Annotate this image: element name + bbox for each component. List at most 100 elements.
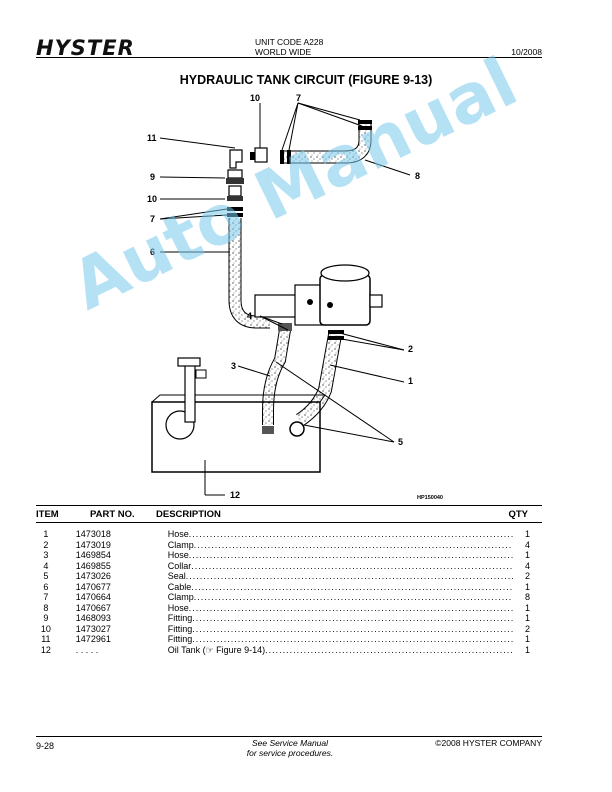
row-description: Fitting bbox=[167, 613, 193, 623]
row-part-no: 1473027 bbox=[75, 623, 111, 634]
row-description: Seal bbox=[167, 571, 186, 581]
table-row: 4 1469855 Collar..........................… bbox=[36, 561, 530, 572]
row-item: 12 bbox=[40, 644, 51, 655]
callout-4: 4 bbox=[247, 311, 253, 321]
row-item: 7 bbox=[43, 592, 49, 602]
dot-leader: ........................................… bbox=[188, 550, 513, 560]
row-part-no: 1472961 bbox=[75, 634, 111, 644]
row-item: 5 bbox=[43, 571, 49, 581]
dot-leader: ........................................… bbox=[191, 560, 513, 571]
callout-9: 9 bbox=[150, 172, 156, 182]
row-qty: 1 bbox=[524, 550, 530, 560]
row-qty: 8 bbox=[524, 592, 530, 602]
col-header-part-no: PART NO. bbox=[90, 509, 135, 520]
row-part-no: 1473026 bbox=[75, 571, 111, 581]
row-qty: 2 bbox=[524, 623, 530, 634]
callout-3: 3 bbox=[231, 361, 237, 371]
row-part-no: 1469855 bbox=[75, 560, 111, 571]
row-description-cell: Hose....................................… bbox=[138, 529, 513, 540]
clamp-top-3 bbox=[358, 120, 372, 124]
row-description-cell: Clamp...................................… bbox=[138, 592, 513, 603]
row-item: 4 bbox=[43, 560, 49, 571]
clamp-top-1 bbox=[280, 150, 284, 164]
row-description: Hose bbox=[167, 529, 189, 539]
dot-leader: ........................................… bbox=[192, 623, 513, 634]
footer-note-line2: for service procedures. bbox=[246, 748, 334, 758]
callout-11: 11 bbox=[147, 133, 157, 143]
footer-rule bbox=[36, 736, 542, 737]
row-item: 9 bbox=[43, 613, 49, 623]
row-description: Cable bbox=[167, 581, 192, 592]
hyster-logo: HYSTER bbox=[36, 36, 135, 60]
row-item: 6 bbox=[43, 581, 49, 592]
row-description-cell: Clamp...................................… bbox=[138, 540, 513, 551]
row-part-no: 1470664 bbox=[75, 592, 111, 602]
callout-5: 5 bbox=[398, 437, 404, 447]
row-part-no: 1469854 bbox=[75, 550, 111, 560]
row-qty: 4 bbox=[524, 560, 530, 571]
row-description: Collar bbox=[167, 560, 192, 571]
clamp-top-4 bbox=[358, 126, 372, 130]
row-qty: 4 bbox=[524, 539, 530, 550]
table-row: 7 1470664 Clamp...........................… bbox=[36, 592, 530, 603]
col-header-description: DESCRIPTION bbox=[156, 509, 221, 520]
dot-leader: ........................................… bbox=[193, 592, 513, 602]
row-item: 2 bbox=[43, 539, 49, 550]
page-number: 9-28 bbox=[36, 741, 55, 751]
callout-6: 6 bbox=[150, 247, 156, 257]
hydraulic-diagram bbox=[151, 102, 411, 496]
row-qty: 1 bbox=[524, 644, 530, 655]
table-row: 12. . . . .Oil Tank (☞ Figure 9-14).....… bbox=[36, 645, 530, 656]
row-description-cell: Seal....................................… bbox=[138, 571, 513, 582]
row-description: Hose bbox=[167, 602, 189, 613]
row-qty: 1 bbox=[524, 613, 530, 623]
unit-code-block: UNIT CODE A228 WORLD WIDE bbox=[255, 37, 323, 57]
table-row: 6 1470677 Cable...........................… bbox=[36, 582, 530, 593]
footer-note-line1: See Service Manual bbox=[251, 738, 329, 748]
figure-code: HP150040 bbox=[417, 495, 443, 501]
dot-leader: ........................................… bbox=[188, 602, 513, 613]
footer-note: See Service Manual for service procedure… bbox=[0, 738, 580, 758]
dot-leader: ........................................… bbox=[192, 634, 513, 644]
row-description-cell: Hose....................................… bbox=[138, 603, 513, 614]
row-part-no: 1473018 bbox=[75, 529, 111, 539]
row-description-cell: Fitting.................................… bbox=[138, 624, 513, 635]
row-description: Clamp bbox=[167, 539, 194, 550]
row-qty: 1 bbox=[524, 602, 530, 613]
dot-leader: ........................................… bbox=[188, 529, 513, 539]
row-description: Clamp bbox=[167, 592, 194, 602]
table-header-rule bbox=[36, 522, 542, 523]
dot-leader: ........................................… bbox=[192, 613, 513, 623]
table-top-rule bbox=[36, 505, 542, 506]
footer-copyright: ©2008 HYSTER COMPANY bbox=[435, 738, 542, 748]
page-title: HYDRAULIC TANK CIRCUIT (FIGURE 9-13) bbox=[179, 73, 433, 87]
callout-7-side: 7 bbox=[150, 214, 156, 224]
col-header-qty: QTY bbox=[508, 509, 528, 520]
dot-leader: ........................................… bbox=[185, 571, 513, 581]
callout-1: 1 bbox=[408, 376, 414, 386]
dot-leader: ........................................… bbox=[191, 581, 513, 592]
row-description-cell: Fitting.................................… bbox=[138, 613, 513, 624]
clamp-top-2 bbox=[287, 150, 291, 164]
dot-leader: ........................................… bbox=[193, 539, 513, 550]
row-item: 10 bbox=[40, 623, 51, 634]
region: WORLD WIDE bbox=[255, 47, 312, 57]
row-description: Fitting bbox=[167, 634, 193, 644]
callout-8: 8 bbox=[415, 171, 421, 181]
header-date: 10/2008 bbox=[511, 47, 542, 57]
row-description-cell: Hose....................................… bbox=[138, 550, 513, 561]
row-description: Fitting bbox=[167, 623, 193, 634]
callout-7-top: 7 bbox=[296, 93, 302, 103]
row-qty: 2 bbox=[524, 571, 530, 581]
table-row: 5 1473026 Seal............................… bbox=[36, 571, 530, 582]
row-description: Hose bbox=[167, 550, 189, 560]
row-description-cell: Fitting.................................… bbox=[138, 634, 513, 645]
row-part-no: 1470677 bbox=[75, 581, 111, 592]
